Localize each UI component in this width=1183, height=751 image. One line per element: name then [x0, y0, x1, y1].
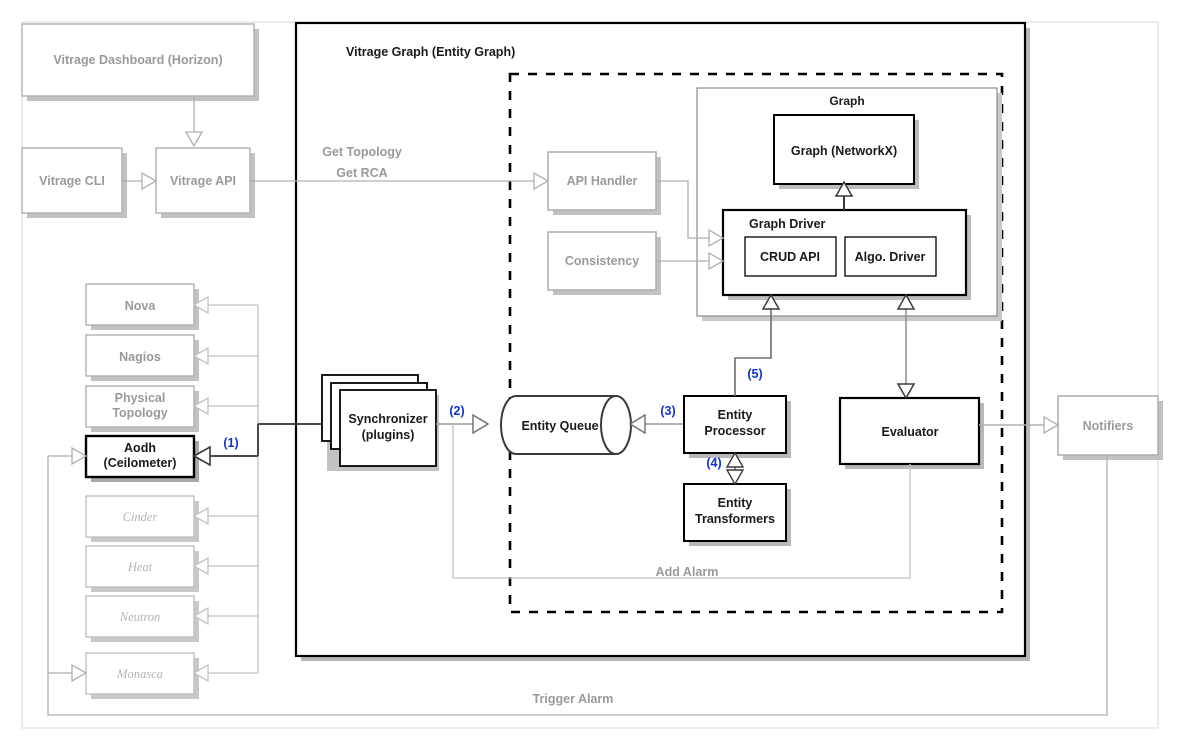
evaluator-label: Evaluator: [882, 425, 939, 439]
arrow-plugin-aodh: [192, 445, 211, 467]
entity-queue-label: Entity Queue: [521, 419, 598, 433]
step1-label: (1): [223, 436, 238, 450]
cli-label: Vitrage CLI: [39, 174, 105, 188]
notifiers-label: Notifiers: [1083, 419, 1134, 433]
entity-processor-label: Entity: [718, 408, 753, 422]
notifiers-box[interactable]: [1057, 395, 1159, 456]
edge-label-get-topology: Get Topology: [322, 145, 402, 159]
heat-label: Heat: [127, 560, 153, 574]
datasource-heat[interactable]: Heat: [85, 545, 199, 592]
arrow-apihandler-graphdriver: [708, 228, 725, 248]
step5-label: (5): [747, 367, 762, 381]
nagios-label: Nagios: [119, 350, 161, 364]
entity-transformers-label: Entity: [718, 496, 753, 510]
arrow-evaluator-up: [896, 293, 916, 310]
crud-api-box[interactable]: [744, 236, 837, 277]
evaluator-box[interactable]: [838, 396, 981, 466]
arrow-queue-from-processor: [628, 413, 646, 435]
entity-queue-cap: [600, 395, 617, 455]
arrow-step5: [761, 293, 781, 310]
arrow-plugin-cinder: [192, 506, 209, 526]
arrow-step4-down: [725, 469, 745, 486]
arrow-plugin-nova: [192, 295, 209, 315]
arrow-dashboard-api: [184, 131, 204, 148]
graph-group-label: Graph: [829, 94, 864, 108]
edge-label-get-rca: Get RCA: [336, 166, 387, 180]
arrow-consistency-graphdriver: [708, 251, 725, 271]
entity-processor-box[interactable]: [683, 395, 787, 454]
arrow-plugin-heat: [192, 556, 209, 576]
datasource-physical-topology[interactable]: Physical Topology: [85, 385, 199, 432]
physical-topology-label-2: Topology: [112, 406, 167, 420]
dashed-region: [508, 72, 1004, 614]
algo-driver-label: Algo. Driver: [855, 250, 926, 264]
nova-box[interactable]: [85, 283, 195, 326]
synchronizer-label: Synchronizer: [348, 412, 427, 426]
arrow-plugin-neutron: [192, 606, 209, 626]
edge-add-alarm: [452, 424, 911, 579]
vitrage-graph-title: Vitrage Graph (Entity Graph): [346, 45, 515, 59]
physical-topology-label: Physical: [115, 391, 166, 405]
neutron-label: Neutron: [119, 610, 161, 624]
cinder-label: Cinder: [123, 510, 158, 524]
arrow-trigger-alarm-monasca: [71, 663, 88, 683]
graph-driver-label: Graph Driver: [749, 217, 826, 231]
arrow-plugin-nagios: [192, 346, 209, 366]
dashboard-label: Vitrage Dashboard (Horizon): [53, 53, 222, 67]
dashboard-box[interactable]: [21, 23, 255, 97]
arrow-evaluator-notifiers: [1043, 415, 1060, 435]
arrow-trigger-alarm-aodh: [71, 446, 88, 466]
synchronizer-label-2: (plugins): [362, 428, 415, 442]
arrow-plugin-monasca: [192, 663, 209, 683]
crud-api-label: CRUD API: [760, 250, 820, 264]
monasca-label: Monasca: [116, 667, 163, 681]
datasource-aodh[interactable]: Aodh (Ceilometer): [84, 434, 199, 482]
step3-label: (3): [660, 404, 675, 418]
entity-transformers-box[interactable]: [683, 483, 787, 542]
arrow-graphdriver-networkx: [834, 180, 854, 197]
entity-processor-label-2: Processor: [704, 424, 765, 438]
edge-trigger-alarm: [47, 455, 1108, 716]
consistency-label: Consistency: [565, 254, 639, 268]
arrow-step4-up: [725, 451, 745, 468]
neutron-box[interactable]: [85, 595, 195, 638]
aodh-label: Aodh: [124, 441, 156, 455]
arrow-evaluator-down: [896, 383, 916, 400]
algo-driver-box[interactable]: [844, 236, 937, 277]
api-handler-label: API Handler: [567, 174, 638, 188]
cli-box[interactable]: [21, 147, 123, 214]
datasource-cinder[interactable]: Cinder: [85, 495, 199, 542]
arrow-plugin-physical: [192, 396, 209, 416]
graph-networkx-label: Graph (NetworkX): [791, 144, 897, 158]
api-label: Vitrage API: [170, 174, 236, 188]
step4-label: (4): [706, 456, 721, 470]
edge-apihandler-graphdriver: [656, 180, 709, 239]
datasource-monasca[interactable]: Monasca: [85, 652, 199, 699]
entity-transformers-label-2: Transformers: [695, 512, 775, 526]
add-alarm-label: Add Alarm: [656, 565, 719, 579]
datasource-nova[interactable]: Nova: [85, 283, 199, 330]
trigger-alarm-label: Trigger Alarm: [533, 692, 614, 706]
edge-processor-graphdriver-step5: [734, 309, 772, 396]
synchronizer-box[interactable]: [339, 389, 437, 467]
arrow-api-apihandler: [533, 171, 550, 191]
arrow-queue-in: [472, 413, 490, 435]
api-handler-box[interactable]: [547, 151, 657, 211]
cinder-box[interactable]: [85, 495, 195, 538]
consistency-box[interactable]: [547, 231, 657, 291]
aodh-label-2: (Ceilometer): [104, 456, 177, 470]
datasource-nagios[interactable]: Nagios: [85, 334, 199, 381]
step2-label: (2): [449, 404, 464, 418]
datasource-neutron[interactable]: Neutron: [85, 595, 199, 642]
arrow-cli-api: [141, 171, 158, 191]
nova-label: Nova: [125, 299, 157, 313]
graph-networkx-box[interactable]: [773, 114, 915, 185]
